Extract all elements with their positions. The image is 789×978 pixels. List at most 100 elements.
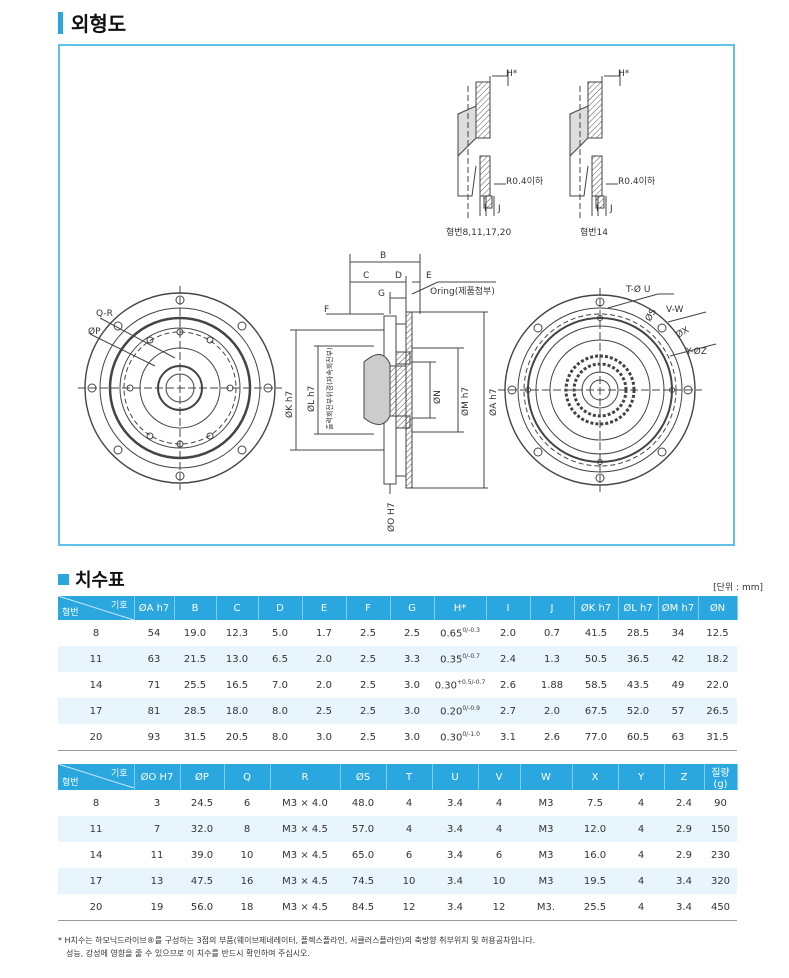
caption-left: 형번8,11,17,20 (446, 227, 511, 238)
cell-v: 4 (478, 816, 520, 842)
outline-section-title: 외형도 (58, 8, 126, 37)
h-value: 0.20 (440, 706, 463, 718)
corner-size-label: 형번 (62, 608, 79, 618)
cell-s: 57.0 (340, 816, 386, 842)
cell-m: 42 (658, 646, 698, 672)
corner-size-label: 형번 (62, 778, 79, 788)
cell-y: 4 (637, 849, 645, 861)
cell-j: 1.3 (530, 646, 574, 672)
column-header: H* (434, 596, 487, 620)
outline-drawing: H* R0.4이하 I J 형번8,11,17,20 H* R0.4이하 I J… (78, 69, 717, 532)
h-tolerance: +0.5/-0.7 (456, 678, 486, 686)
column-header: T (386, 764, 433, 790)
cell-v: 12 (478, 894, 520, 921)
cell-j: 1.88 (540, 679, 564, 691)
column-header: R (270, 764, 341, 790)
detail-left (457, 70, 509, 221)
cell-b: 25.5 (183, 679, 207, 691)
corner-diagonal (58, 764, 134, 788)
cell-u: 3.4 (447, 849, 463, 861)
title-accent-bar (58, 11, 63, 34)
hstar-right: H* (618, 69, 630, 79)
cell-o: 3 (153, 797, 161, 809)
cell-v: 4 (495, 797, 503, 809)
cell-a: 71 (147, 679, 161, 691)
table2-corner-cell: 기호 형번 (58, 764, 135, 790)
cell-f: 2.5 (346, 724, 390, 751)
corner-symbol-label: 기호 (110, 769, 128, 779)
cell-p: 24.5 (190, 797, 214, 809)
dim-ol: ØL h7 (306, 386, 317, 412)
cell-a: 81 (134, 698, 174, 724)
cell-x: 19.5 (572, 868, 618, 894)
cell-size: 8 (92, 797, 100, 809)
column-header: F (346, 596, 391, 620)
j-right: J (609, 204, 613, 214)
cell-mass: 230 (710, 849, 731, 861)
column-header: Z (664, 764, 705, 790)
h-tolerance: 0/-0.3 (462, 626, 480, 634)
cell-size: 11 (58, 646, 134, 672)
cell-i: 2.0 (500, 627, 516, 639)
cell-y: 4 (637, 797, 645, 809)
cell-x: 25.5 (572, 894, 618, 921)
h-value: 0.35 (440, 654, 463, 666)
cell-d: 6.5 (258, 646, 302, 672)
cell-d: 7.0 (272, 679, 288, 691)
cell-n: 22.0 (706, 679, 729, 691)
cell-k: 50.5 (574, 646, 618, 672)
column-header: Y (618, 764, 665, 790)
cell-p: 47.5 (180, 868, 224, 894)
cell-q: 18 (224, 894, 270, 921)
i-right: I (596, 204, 599, 214)
cell-size: 17 (58, 868, 134, 894)
cell-w: M3 (538, 849, 554, 861)
cell-e: 2.0 (302, 646, 346, 672)
cell-n: 12.5 (706, 627, 729, 639)
cell-k: 41.5 (584, 627, 608, 639)
cell-g: 3.0 (390, 724, 434, 751)
cell-l: 28.5 (626, 627, 650, 639)
cell-q: 10 (240, 849, 254, 861)
dim-d: D (395, 271, 402, 281)
hstar-left: H* (506, 69, 518, 79)
cell-size: 8 (92, 627, 100, 639)
detail-right (569, 70, 621, 221)
cell-t: 4 (405, 797, 413, 809)
cell-w: M3 (538, 797, 554, 809)
h-value: 0.65 (440, 628, 463, 640)
cell-q: 16 (224, 868, 270, 894)
cell-c: 13.0 (216, 646, 258, 672)
rear-view-right (498, 288, 717, 492)
cell-w: M3. (520, 894, 572, 921)
cell-u: 3.4 (432, 894, 478, 921)
dim-c: C (363, 271, 369, 281)
cell-d: 8.0 (258, 698, 302, 724)
cell-v: 10 (478, 868, 520, 894)
title-square-icon (58, 573, 69, 585)
cell-k: 58.5 (584, 679, 608, 691)
r04-right: R0.4이하 (618, 176, 656, 187)
cell-g: 3.3 (390, 646, 434, 672)
cell-z: 3.4 (664, 894, 704, 921)
column-header: 질량(g) (704, 764, 738, 790)
cell-x: 16.0 (583, 849, 607, 861)
cell-y: 4 (618, 894, 664, 921)
cell-a: 93 (134, 724, 174, 751)
cell-e: 2.5 (302, 698, 346, 724)
cell-h: 0.650/-0.3 (434, 620, 486, 646)
r04-left: R0.4이하 (506, 176, 544, 187)
caption-right: 형번14 (580, 227, 608, 238)
column-header: B (174, 596, 217, 620)
front-view-left (78, 286, 282, 490)
h-tolerance: 0/-0.9 (462, 704, 480, 712)
cell-b: 21.5 (174, 646, 216, 672)
i-left: I (484, 204, 487, 214)
